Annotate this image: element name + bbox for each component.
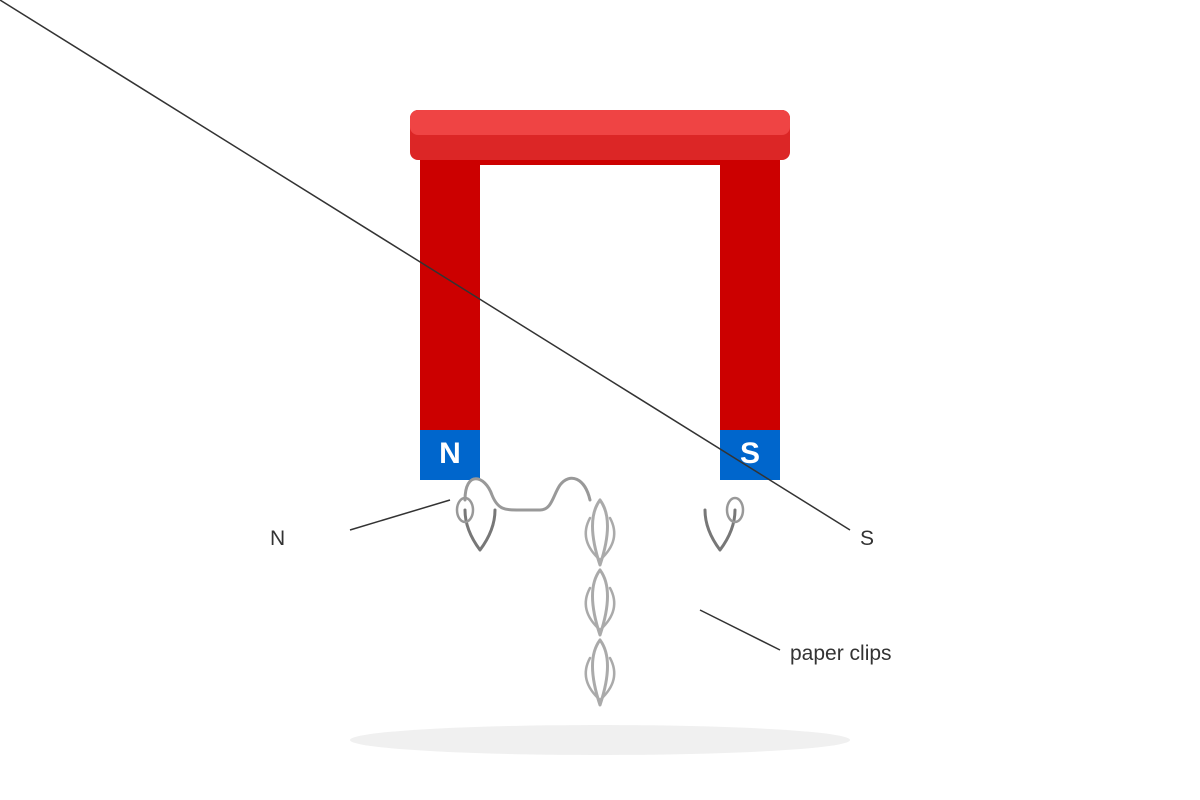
paper-clip-chain-3: [584, 638, 616, 707]
magnet-top-highlight: [410, 110, 790, 135]
magnet-left-arm: [420, 150, 480, 432]
paper-clip-chain-2: [584, 568, 616, 637]
north-pole-block: [420, 430, 480, 480]
paper-clip-south: [703, 496, 745, 552]
horseshoe-magnet: N S: [410, 110, 790, 480]
leader-line-paper-clips: [699, 609, 781, 651]
ground-shadow: [350, 725, 850, 755]
paper-clip-connector: [463, 476, 592, 512]
label-paper-clips: paper clips: [790, 642, 892, 665]
label-south: S: [860, 527, 874, 550]
paper-clip-chain-1: [584, 498, 616, 567]
label-north: N: [270, 527, 285, 550]
south-pole-letter: S: [740, 437, 760, 470]
north-pole-letter: N: [439, 437, 461, 470]
magnet-inner-cutout: [480, 165, 720, 225]
leader-line-north: [349, 499, 451, 531]
paper-clip-north: [455, 496, 497, 552]
paper-clips: [455, 476, 745, 707]
leader-line-south: [0, 0, 851, 531]
magnet-right-arm: [720, 150, 780, 432]
